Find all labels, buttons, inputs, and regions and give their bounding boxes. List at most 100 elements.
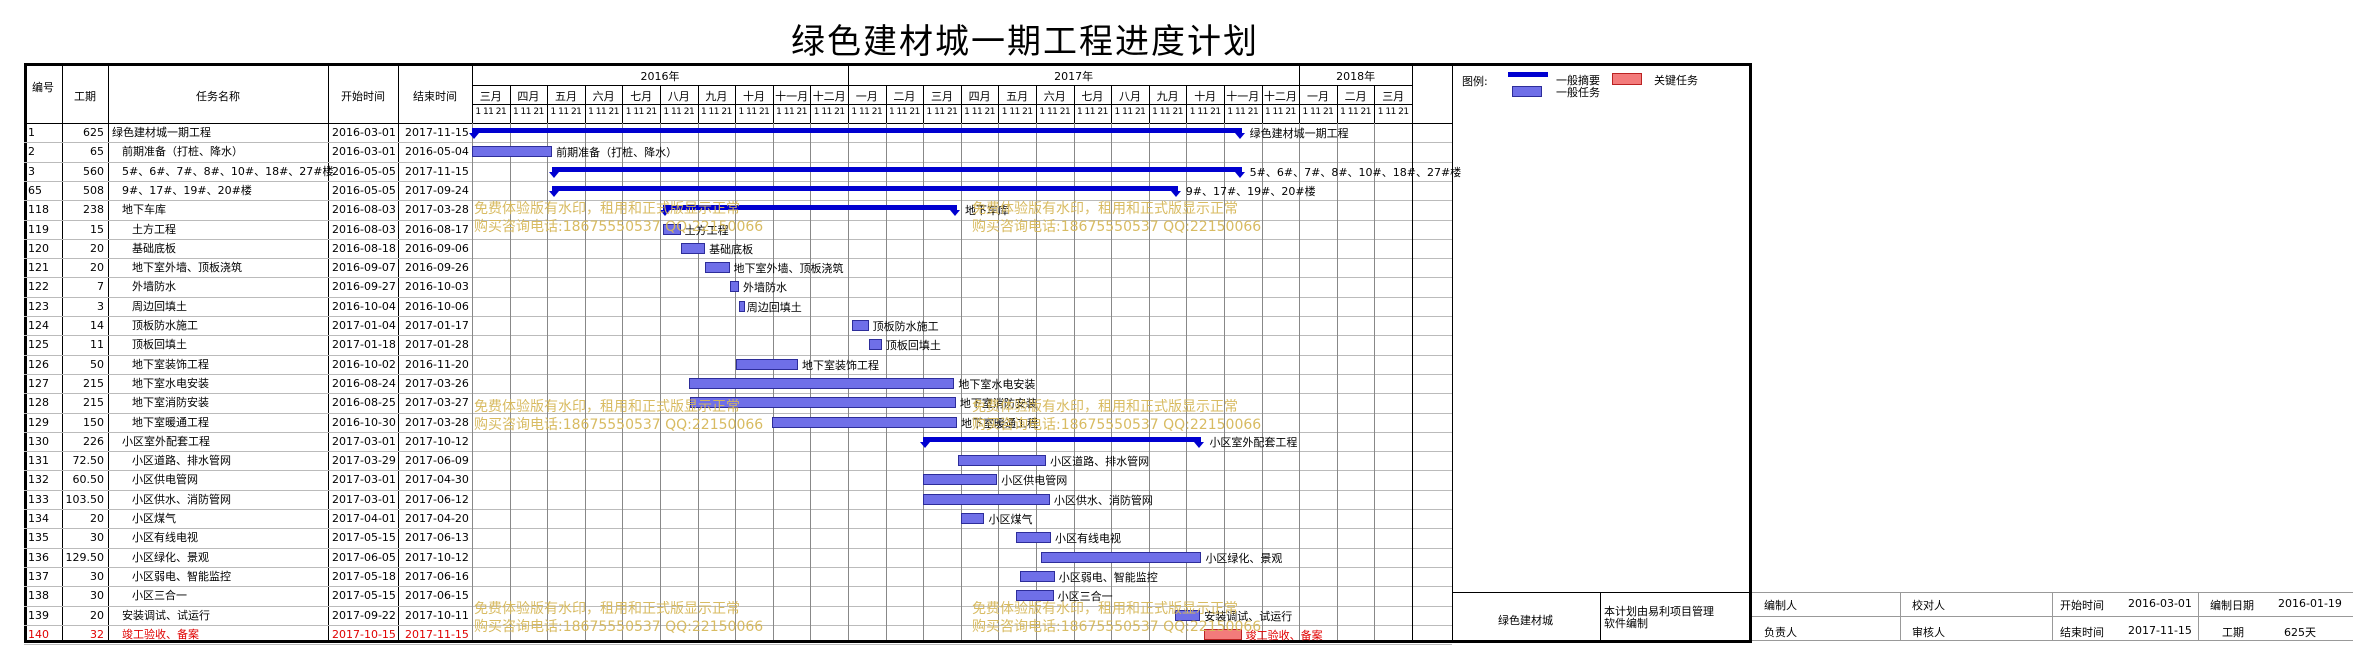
task-duration: 20 [90, 241, 104, 255]
gantt-bar[interactable] [868, 339, 882, 351]
gantt-bar-label: 小区供水、消防管网 [1053, 493, 1153, 507]
gantt-bar[interactable] [736, 358, 798, 370]
gantt-bar-label: 小区绿化、景观 [1205, 551, 1283, 565]
month-divider [697, 85, 699, 123]
gantt-summary-bar[interactable] [549, 166, 1245, 178]
month-divider [735, 85, 737, 123]
month-label: 八月 [667, 90, 690, 103]
task-end: 2017-03-27 [405, 396, 469, 410]
month-label: 六月 [592, 90, 615, 103]
chart-end-divider [1412, 63, 1413, 640]
task-start: 2016-03-01 [332, 145, 396, 159]
footer-divider [1452, 592, 1750, 593]
task-end: 2017-06-15 [405, 589, 469, 603]
gantt-bar[interactable] [1016, 590, 1054, 602]
gantt-bar[interactable] [851, 320, 869, 331]
month-divider [472, 85, 473, 123]
day-ticks: 1 11 21 [1152, 107, 1184, 117]
day-ticks: 1 11 21 [550, 107, 582, 117]
gantt-bar[interactable] [1175, 609, 1201, 621]
month-label: 七月 [1081, 90, 1104, 103]
footer-date-value: 2016-01-19 [2278, 597, 2342, 610]
task-duration: 508 [83, 183, 104, 197]
task-duration: 30 [90, 569, 104, 583]
row-divider [24, 200, 1452, 202]
gantt-bar-label: 地下室消防安装 [959, 397, 1037, 411]
gantt-bar-label: 基础底板 [709, 242, 754, 256]
task-name: 小区绿化、景观 [132, 550, 209, 564]
task-end: 2017-11-15 [405, 164, 469, 178]
gantt-bar[interactable] [1019, 570, 1055, 582]
gantt-bar[interactable] [1016, 532, 1052, 544]
gantt-bar-label: 地下室外墙、顶板浇筑 [733, 262, 844, 276]
month-label: 七月 [630, 90, 653, 103]
gantt-bar[interactable] [690, 397, 956, 409]
task-start: 2017-10-15 [332, 627, 396, 641]
task-name: 基础底板 [132, 241, 176, 255]
gantt-bar[interactable] [1040, 551, 1202, 563]
task-start: 2017-04-01 [332, 512, 396, 525]
gantt-bar[interactable] [923, 493, 1050, 505]
gantt-bar[interactable] [472, 146, 553, 158]
legend-critical-icon [1612, 73, 1642, 85]
gantt-summary-bar[interactable] [659, 205, 961, 217]
task-end: 2017-04-20 [405, 512, 469, 525]
task-end: 2017-10-11 [405, 608, 469, 622]
task-id: 137 [28, 569, 49, 583]
task-name: 绿色建材城一期工程 [112, 126, 211, 139]
task-start: 2016-05-05 [332, 164, 396, 178]
gantt-summary-bar[interactable] [920, 436, 1205, 448]
legend-summary-icon [1508, 72, 1548, 77]
gantt-frame [24, 63, 1752, 643]
gantt-bar[interactable] [662, 223, 681, 235]
gantt-bar[interactable] [680, 242, 706, 254]
gantt-summary-bar[interactable] [549, 185, 1181, 197]
task-name: 地下室水电安装 [132, 376, 209, 390]
task-duration: 150 [83, 415, 104, 429]
gantt-bar-label: 5#、6#、7#、8#、10#、18#、27#楼 [1249, 165, 1462, 179]
year-divider [848, 63, 849, 85]
task-end: 2017-10-12 [405, 434, 469, 448]
task-start: 2016-08-03 [332, 222, 396, 236]
task-duration: 7 [97, 280, 104, 294]
task-id: 123 [28, 299, 49, 313]
grid-line [1336, 123, 1338, 640]
gantt-bar[interactable] [705, 262, 730, 274]
gantt-bar-label: 小区三合一 [1057, 590, 1113, 604]
footer-end-value: 2017-11-15 [2128, 624, 2192, 637]
gantt-bar[interactable] [958, 455, 1047, 467]
task-name: 安装调试、试运行 [122, 608, 210, 622]
row-divider [24, 316, 1452, 317]
legend-title: 图例: [1462, 75, 1488, 88]
month-label: 三月 [1382, 90, 1405, 103]
gantt-bar[interactable] [738, 300, 745, 312]
gantt-bar[interactable] [729, 281, 739, 293]
gantt-summary-bar[interactable] [469, 128, 1245, 139]
col-header-name: 任务名称 [196, 90, 240, 103]
timescale-divider [472, 85, 1412, 86]
gantt-critical-bar[interactable] [1204, 628, 1242, 640]
task-duration: 20 [90, 261, 104, 275]
day-ticks: 1 11 21 [512, 107, 544, 117]
gantt-bar[interactable] [688, 377, 955, 389]
day-ticks: 1 11 21 [1039, 107, 1071, 117]
gantt-bar[interactable] [923, 474, 998, 486]
task-id: 133 [28, 492, 49, 506]
row-divider [24, 373, 1452, 375]
gantt-bar[interactable] [960, 513, 985, 524]
month-divider [960, 85, 962, 123]
watermark: 免费体验版有水印，租用和正式版显示正常购买咨询电话:18675550537 QQ… [972, 601, 1262, 635]
gantt-bar[interactable] [771, 416, 958, 428]
month-label: 三月 [479, 90, 502, 103]
row-divider [24, 258, 1452, 260]
task-id: 140 [28, 627, 49, 641]
legend-divider [1452, 63, 1453, 640]
month-divider [810, 85, 812, 123]
year-divider [1299, 63, 1301, 85]
day-ticks: 1 11 21 [738, 107, 770, 117]
task-name: 周边回填土 [132, 299, 187, 313]
footer-note: 本计划由易利项目管理软件编制 [1604, 605, 1714, 630]
watermark: 免费体验版有水印，租用和正式版显示正常购买咨询电话:18675550537 QQ… [972, 201, 1262, 235]
month-label: 五月 [554, 90, 577, 103]
month-label: 九月 [1156, 90, 1179, 103]
